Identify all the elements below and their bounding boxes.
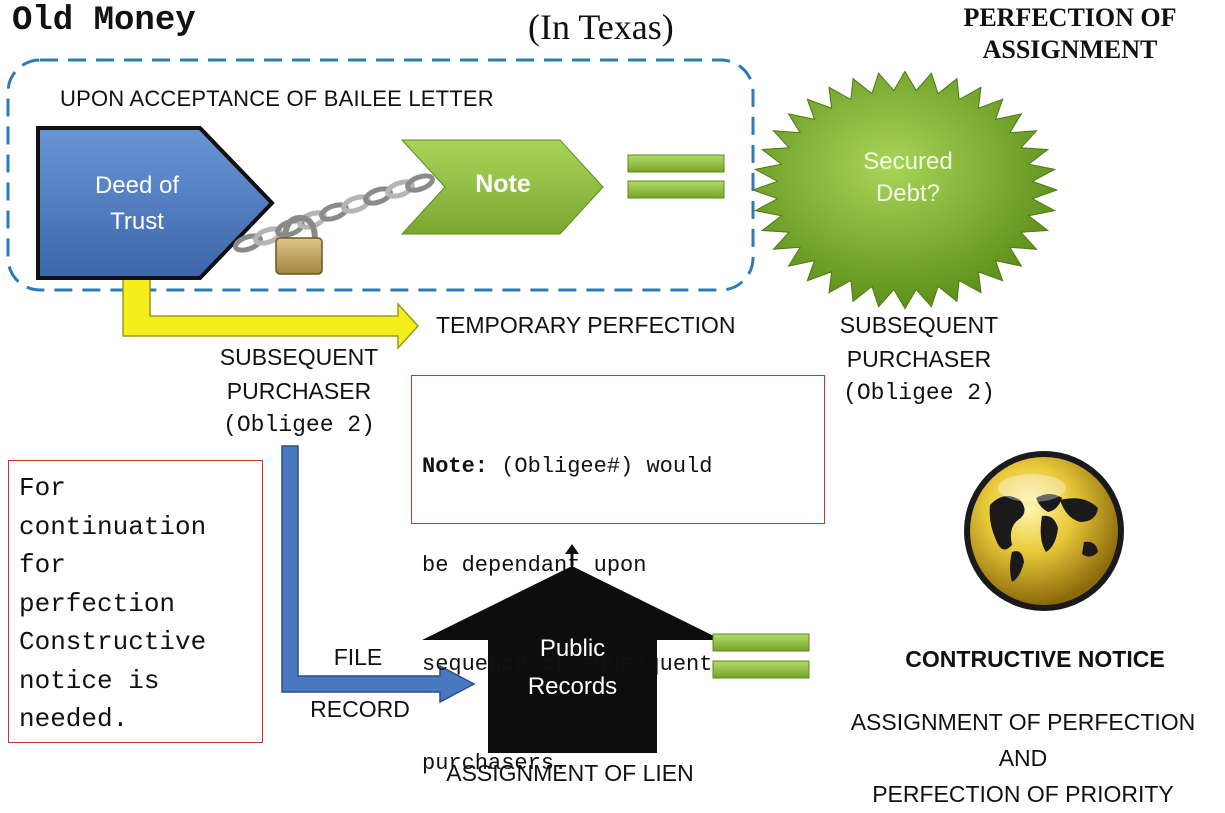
public-line1: Public [539,635,606,662]
bailee-group-label: UPON ACCEPTANCE OF BAILEE LETTER [60,86,494,112]
blue-arrow [281,445,476,704]
cont-line6: notice is [19,665,160,696]
file-label: FILE [318,640,398,674]
left-sub-line3: (Obligee 2) [223,412,375,438]
assign-perf-line1: ASSIGNMENT OF PERFECTION [850,709,1196,735]
public-records-arrow [422,566,722,753]
temporary-perfection-text: TEMPORARY PERFECTION [436,312,736,338]
deed-line2: Trust [110,208,164,235]
note-box-line2: be dependant upon [422,553,647,578]
note-label: Note [475,170,531,198]
public-line2: Records [527,673,618,700]
record-text: RECORD [310,696,410,722]
note-chevron [400,139,604,235]
equals-icon [712,633,810,679]
globe-icon [964,451,1124,611]
yellow-arrow [122,269,420,350]
cont-line1: For [19,473,66,503]
constructive-notice-text: CONTRUCTIVE NOTICE [905,646,1165,672]
assign-perf-line3: PERFECTION OF PRIORITY [872,781,1174,807]
assignment-of-lien-text: ASSIGNMENT OF LIEN [446,760,694,786]
right-sub-line3: (Obligee 2) [843,380,995,406]
left-subsequent-purchaser: SUBSEQUENT PURCHASER (Obligee 2) [194,340,404,442]
secured-line1: Secured [863,148,953,175]
temporary-perfection-label: TEMPORARY PERFECTION [436,308,735,342]
constructive-notice-label: CONTRUCTIVE NOTICE [870,646,1200,673]
note-box-bold: Note: [422,454,489,479]
note-box-line1-rest: (Obligee#) would [488,454,713,479]
cont-line2: continuation [19,511,207,542]
file-text: FILE [333,644,383,670]
record-label: RECORD [300,692,420,726]
secured-debt-seal [751,70,1059,310]
note-box-line4: purchasers. [422,751,568,776]
note-box: Note: (Obligee#) would be dependant upon… [411,375,825,776]
equals-icon [627,154,725,199]
note-box-line1: Note: (Obligee#) would [422,450,814,483]
corner-title-line2: ASSIGNMENT [982,35,1158,64]
note-box-line3: sequence of subsequent [422,652,713,677]
right-sub-line1: SUBSEQUENT [839,312,999,338]
secured-debt-text: Secured Debt? [838,146,978,210]
cont-line5: Constructive [19,627,207,657]
diagram-subtitle: (In Texas) [528,6,674,48]
bailee-label-text: UPON ACCEPTANCE OF BAILEE LETTER [60,86,494,111]
cont-line3: for [19,550,66,580]
corner-title-line1: PERFECTION OF [963,3,1177,32]
continuation-box: For continuation for perfection Construc… [8,460,263,743]
public-records-text: Public Records [495,630,650,706]
left-sub-line1: SUBSEQUENT [219,344,379,370]
left-sub-line2: PURCHASER [226,378,372,404]
assignment-of-lien-label: ASSIGNMENT OF LIEN [400,756,740,790]
assign-perf-line2: AND [998,745,1048,771]
subtitle-text: (In Texas) [528,7,674,47]
right-sub-line2: PURCHASER [846,346,992,372]
assignment-of-perfection-block: ASSIGNMENT OF PERFECTION AND PERFECTION … [826,704,1220,812]
bailee-group-box [6,58,755,292]
deed-line1: Deed of [94,172,180,199]
right-subsequent-purchaser: SUBSEQUENT PURCHASER (Obligee 2) [814,308,1024,410]
note-shape-text: Note [450,170,556,199]
cont-line4: perfection [19,588,176,619]
deed-of-trust-text: Deed of Trust [62,168,212,240]
corner-title: PERFECTION OF ASSIGNMENT [930,2,1210,66]
deed-of-trust-shape [36,126,275,280]
small-up-arrow-head [565,544,579,554]
chain-icon [233,173,435,253]
title-text: Old Money [12,2,196,40]
padlock-icon [275,214,323,275]
secured-line2: Debt? [875,180,941,207]
diagram-title: Old Money [12,2,196,40]
cont-line7: needed. [19,704,129,734]
